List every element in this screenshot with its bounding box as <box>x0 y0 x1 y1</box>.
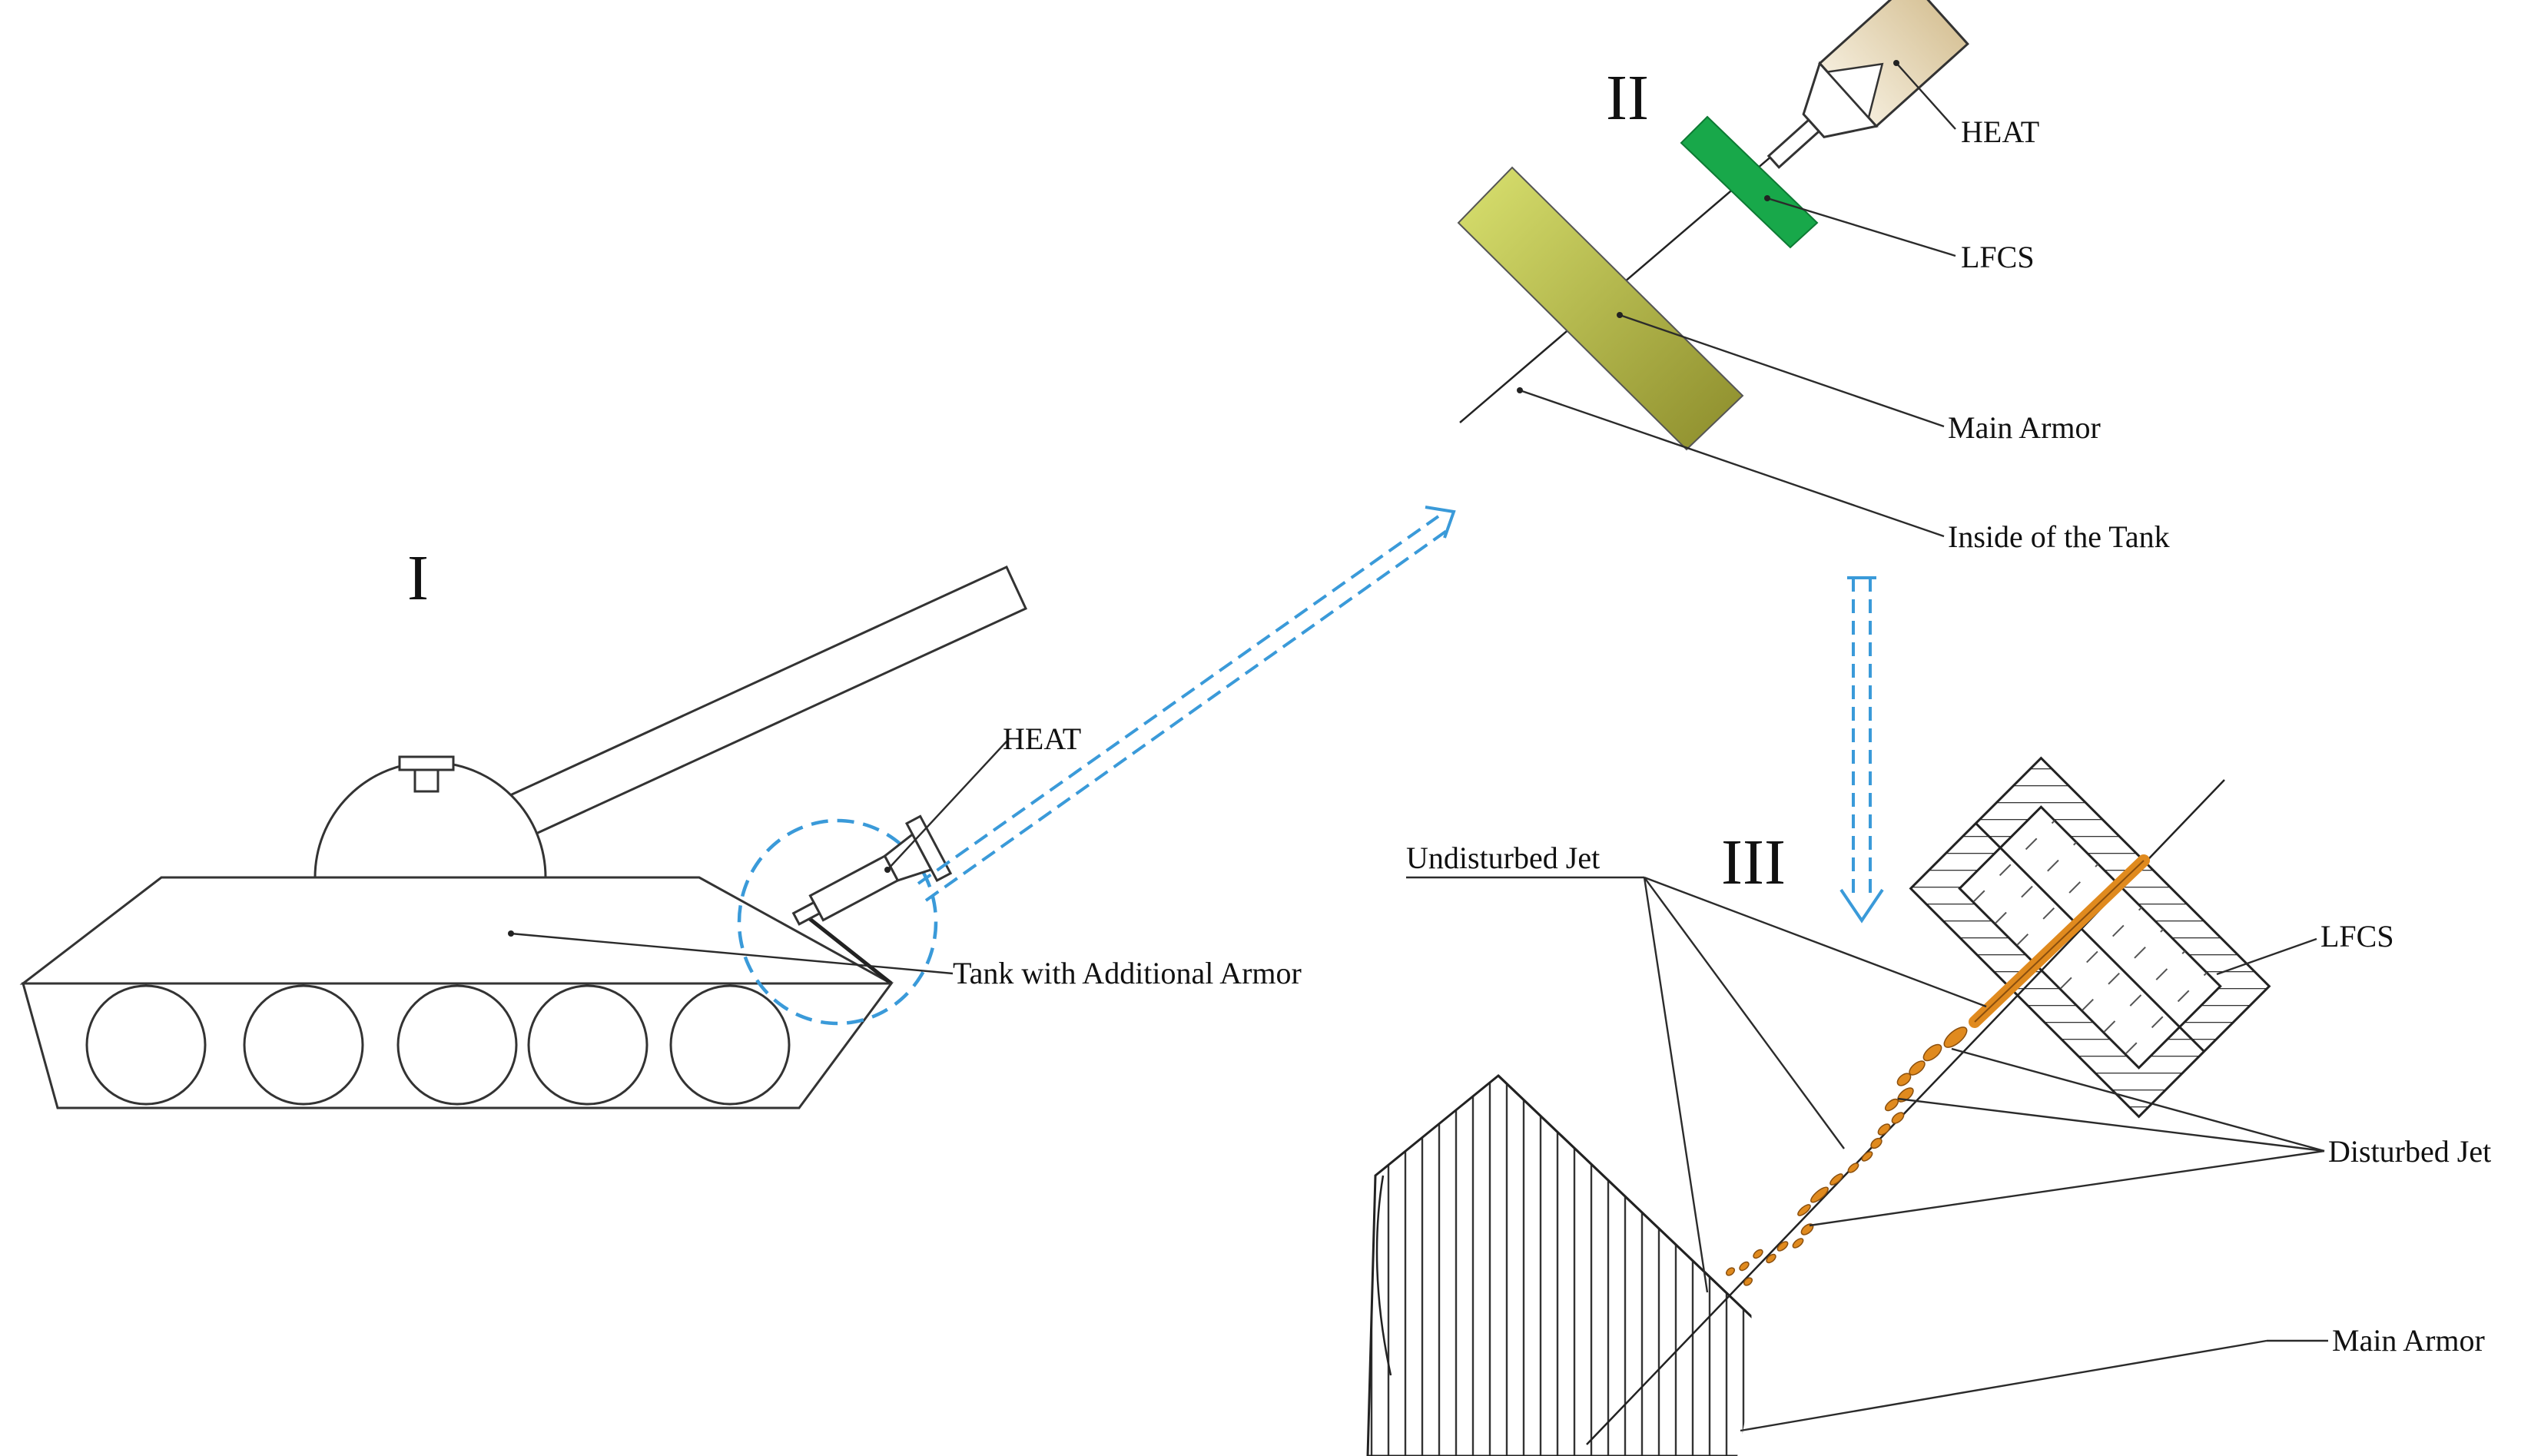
disturbed-jet-fragments <box>1725 1026 1968 1286</box>
tank-wheel <box>85 984 207 1106</box>
tank-wheel <box>396 984 518 1106</box>
heat-projectile-large <box>1766 0 1969 169</box>
panel-i-label: I <box>407 542 429 614</box>
tank-wheel <box>527 984 649 1106</box>
main-armor-hatched <box>1366 1074 1752 1456</box>
main-armor-label-ii: Main Armor <box>1948 410 2101 445</box>
disturbed-jet-label: Disturbed Jet <box>2328 1134 2491 1169</box>
tank-additional-armor <box>798 909 893 985</box>
arrow-ii-to-iii <box>1839 576 1884 924</box>
heat-label-ii: HEAT <box>1961 114 2039 149</box>
panel-ii-label: II <box>1606 62 1649 134</box>
tank-label: Tank with Additional Armor <box>953 956 1302 990</box>
heat-projectile-small <box>791 814 953 926</box>
panel-i-tank-scene: I Tank with Additional Armor <box>19 542 1302 1109</box>
tank-hull <box>19 876 892 985</box>
lfcs-label-ii: LFCS <box>1961 240 2035 274</box>
tank-cupola-hatch <box>398 755 455 771</box>
inside-tank-label: Inside of the Tank <box>1948 519 2170 554</box>
tank-cupola <box>413 767 440 793</box>
tank-gun-barrel <box>490 565 1027 847</box>
zoom-circle <box>737 818 938 1026</box>
undisturbed-jet-label: Undisturbed Jet <box>1406 841 1600 875</box>
lfcs-plate <box>1680 115 1819 249</box>
main-armor-block <box>1457 166 1744 451</box>
tank-wheel <box>243 984 364 1106</box>
panel-ii-detail: II HEAT LFCS Main Armor Inside of the Ta… <box>1457 0 2170 554</box>
panel-iii-label: III <box>1721 827 1786 898</box>
tank-wheel <box>669 984 791 1106</box>
lfcs-label-iii: LFCS <box>2320 919 2394 954</box>
panel-iii-jet: III <box>1366 756 2491 1456</box>
lfcs-box <box>1909 756 2271 1119</box>
main-armor-label-iii: Main Armor <box>2332 1323 2485 1358</box>
arrow-i-to-ii <box>917 506 1456 902</box>
heat-label-tank: HEAT <box>1003 721 1081 756</box>
